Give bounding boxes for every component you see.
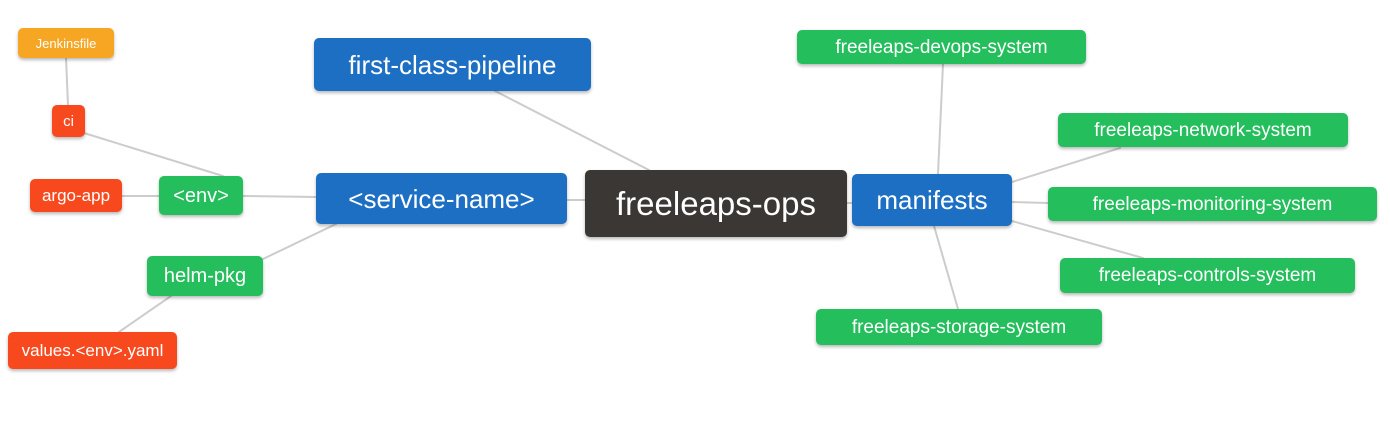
edge-manifests-to-monitoring-system	[1011, 201, 1049, 204]
edge-manifests-to-controls-system	[1011, 220, 1144, 259]
node-label: freeleaps-devops-system	[835, 36, 1048, 58]
node-label: freeleaps-ops	[616, 185, 816, 222]
edge-jenkinsfile-to-ci	[65, 57, 69, 106]
node-network-system[interactable]: freeleaps-network-system	[1058, 113, 1348, 147]
node-label: values.<env>.yaml	[21, 341, 164, 360]
node-label: freeleaps-controls-system	[1098, 265, 1317, 286]
node-first-class-pipeline[interactable]: first-class-pipeline	[314, 38, 591, 91]
node-helm-pkg[interactable]: helm-pkg	[147, 256, 263, 296]
node-label: argo-app	[41, 186, 111, 205]
node-label: freeleaps-monitoring-system	[1092, 193, 1333, 215]
edge-values-env-yaml-to-helm-pkg	[118, 295, 172, 333]
node-argo-app[interactable]: argo-app	[30, 179, 122, 212]
edge-helm-pkg-to-service-name	[262, 223, 337, 260]
node-label: first-class-pipeline	[348, 49, 557, 80]
node-freeleaps-ops[interactable]: freeleaps-ops	[585, 170, 847, 237]
edge-ci-to-env	[83, 132, 224, 177]
node-label: <service-name>	[348, 183, 535, 214]
edge-first-class-pipeline-to-freeleaps-ops	[494, 90, 650, 171]
edge-manifests-to-storage-system	[933, 225, 959, 310]
node-devops-system[interactable]: freeleaps-devops-system	[797, 30, 1086, 64]
node-label: freeleaps-network-system	[1094, 119, 1312, 141]
node-label: helm-pkg	[163, 265, 247, 287]
node-jenkinsfile[interactable]: Jenkinsfile	[18, 28, 114, 58]
node-manifests[interactable]: manifests	[852, 174, 1012, 226]
node-label: freeleaps-storage-system	[851, 316, 1067, 338]
node-values-env-yaml[interactable]: values.<env>.yaml	[8, 332, 177, 369]
edge-devops-system-to-manifests	[937, 63, 944, 175]
edge-env-to-service-name	[242, 195, 317, 198]
edge-manifests-to-network-system	[1011, 147, 1121, 183]
node-monitoring-system[interactable]: freeleaps-monitoring-system	[1048, 187, 1377, 221]
node-ci[interactable]: ci	[52, 105, 85, 137]
node-storage-system[interactable]: freeleaps-storage-system	[816, 309, 1102, 345]
node-label: manifests	[876, 185, 988, 215]
node-env[interactable]: <env>	[159, 176, 243, 215]
node-label: ci	[63, 112, 74, 130]
node-controls-system[interactable]: freeleaps-controls-system	[1060, 258, 1355, 293]
node-service-name[interactable]: <service-name>	[316, 173, 567, 224]
node-label: <env>	[173, 184, 229, 207]
node-label: Jenkinsfile	[35, 35, 97, 51]
